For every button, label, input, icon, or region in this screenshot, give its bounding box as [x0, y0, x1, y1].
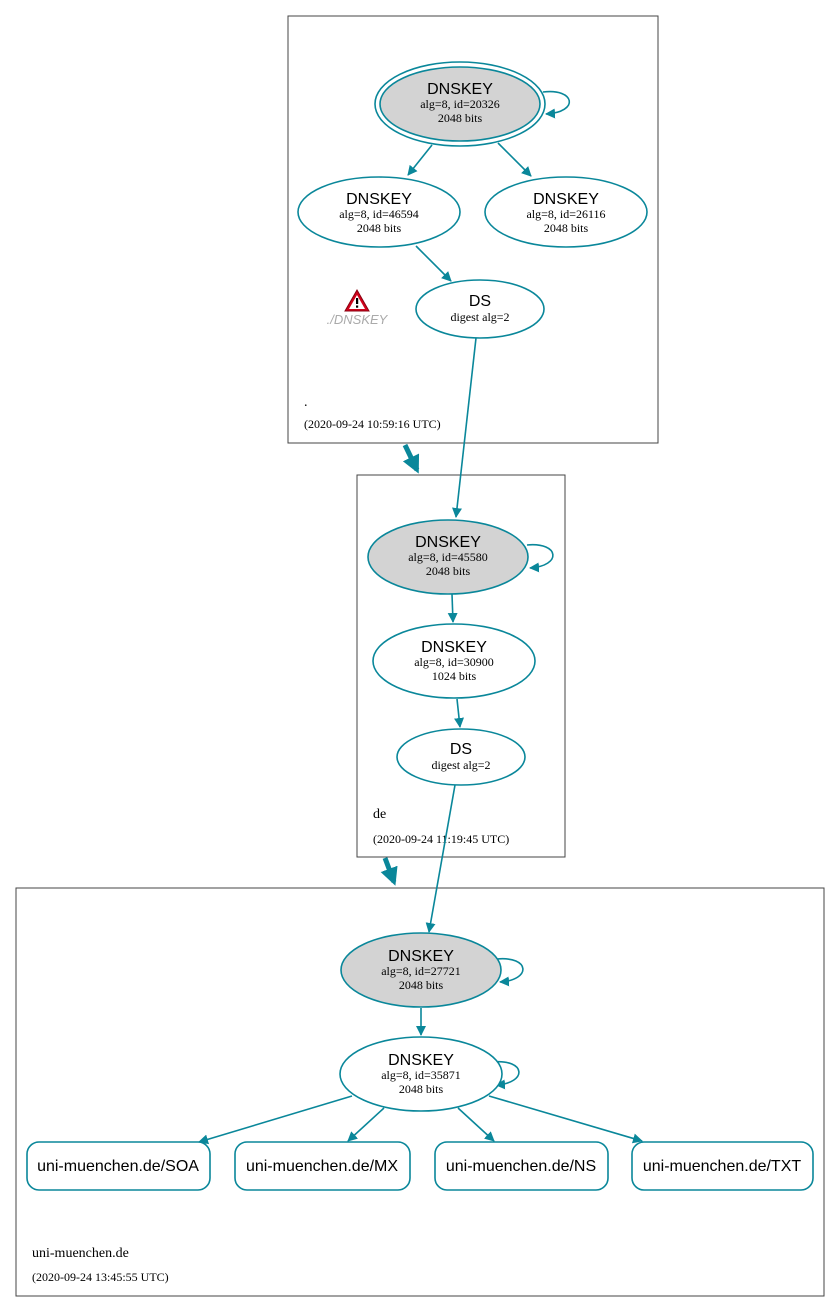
node-root-ds: DS digest alg=2	[415, 279, 545, 339]
rrset-mx-label: uni-muenchen.de/MX	[246, 1158, 398, 1175]
rrset-txt: uni-muenchen.de/TXT	[631, 1141, 814, 1191]
node-root-zsk2-line2: 2048 bits	[544, 221, 589, 235]
node-root-ksk-line1: alg=8, id=20326	[420, 97, 500, 111]
node-de-ksk-title: DNSKEY	[415, 534, 481, 551]
node-de-zsk: DNSKEY alg=8, id=30900 1024 bits	[372, 623, 536, 699]
node-root-ds-title: DS	[469, 293, 491, 310]
edges	[198, 90, 643, 1145]
edge-uni-zsk-mx	[347, 1107, 385, 1142]
node-de-ds-title: DS	[450, 741, 472, 758]
node-de-ds-line1: digest alg=2	[431, 758, 490, 772]
node-uni-zsk-title: DNSKEY	[388, 1052, 454, 1069]
node-root-ksk: DNSKEY alg=8, id=20326 2048 bits	[374, 61, 546, 147]
node-root-ksk-line2: 2048 bits	[438, 111, 483, 125]
node-uni-zsk: DNSKEY alg=8, id=35871 2048 bits	[339, 1036, 503, 1112]
node-uni-ksk: DNSKEY alg=8, id=27721 2048 bits	[340, 932, 502, 1008]
node-root-zsk2-title: DNSKEY	[533, 191, 599, 208]
zone-uni-name: uni-muenchen.de	[32, 1246, 129, 1261]
edge-root-zsk1-ds	[415, 245, 452, 282]
edge-root-ksk-zsk1	[407, 144, 433, 176]
node-root-zsk1-title: DNSKEY	[346, 191, 412, 208]
node-root-ksk-title: DNSKEY	[427, 81, 493, 98]
rrset-soa: uni-muenchen.de/SOA	[26, 1141, 211, 1191]
warning-dnskey: ./DNSKEY	[327, 288, 389, 327]
node-de-zsk-title: DNSKEY	[421, 639, 487, 656]
node-root-zsk1-line1: alg=8, id=46594	[339, 207, 419, 221]
node-uni-ksk-line2: 2048 bits	[399, 978, 444, 992]
rrset-soa-label: uni-muenchen.de/SOA	[37, 1158, 199, 1175]
node-root-zsk1: DNSKEY alg=8, id=46594 2048 bits	[297, 176, 461, 248]
node-de-ksk: DNSKEY alg=8, id=45580 2048 bits	[367, 519, 529, 595]
edge-de-ksk-self	[526, 544, 554, 573]
rrset-txt-label: uni-muenchen.de/TXT	[643, 1158, 802, 1175]
node-uni-zsk-line2: 2048 bits	[399, 1082, 444, 1096]
node-uni-zsk-line1: alg=8, id=35871	[381, 1068, 461, 1082]
zone-root: . (2020-09-24 10:59:16 UTC)	[287, 15, 659, 444]
zone-de-timestamp: (2020-09-24 11:19:45 UTC)	[373, 832, 509, 846]
node-root-zsk2: DNSKEY alg=8, id=26116 2048 bits	[484, 176, 648, 248]
edge-uni-ksk-self	[496, 958, 524, 987]
node-de-zsk-line2: 1024 bits	[432, 669, 477, 683]
warning-triangle-icon	[344, 288, 370, 312]
node-de-ksk-line1: alg=8, id=45580	[408, 550, 488, 564]
edge-de-ksk-zsk	[447, 593, 458, 623]
zone-uni: uni-muenchen.de (2020-09-24 13:45:55 UTC…	[15, 887, 825, 1297]
node-de-zsk-line1: alg=8, id=30900	[414, 655, 494, 669]
zone-uni-timestamp: (2020-09-24 13:45:55 UTC)	[32, 1270, 169, 1284]
zone-de-name: de	[373, 807, 386, 822]
zone-root-name: .	[304, 395, 308, 410]
rrset-ns: uni-muenchen.de/NS	[434, 1141, 609, 1191]
delegation-arrow-root-de	[402, 443, 420, 474]
edge-root-ksk-zsk2	[497, 142, 532, 177]
edge-root-ds-de-ksk	[452, 337, 477, 518]
edge-uni-zsk-self	[492, 1061, 520, 1090]
node-de-ksk-line2: 2048 bits	[426, 564, 471, 578]
node-uni-ksk-title: DNSKEY	[388, 948, 454, 965]
rrset-ns-label: uni-muenchen.de/NS	[446, 1158, 596, 1175]
delegation-arrow-de-uni	[380, 857, 398, 886]
edge-uni-zsk-soa	[198, 1095, 353, 1145]
node-uni-ksk-line1: alg=8, id=27721	[381, 964, 461, 978]
rrset-mx: uni-muenchen.de/MX	[234, 1141, 411, 1191]
edge-de-zsk-ds	[454, 698, 465, 728]
node-root-zsk2-line1: alg=8, id=26116	[526, 207, 605, 221]
zone-root-timestamp: (2020-09-24 10:59:16 UTC)	[304, 417, 441, 431]
node-de-ds: DS digest alg=2	[396, 728, 526, 786]
edge-uni-zsk-txt	[488, 1095, 643, 1144]
warning-label: ./DNSKEY	[327, 312, 389, 327]
node-root-ds-line1: digest alg=2	[450, 310, 509, 324]
edge-de-ds-uni-ksk	[425, 784, 456, 933]
node-root-zsk1-line2: 2048 bits	[357, 221, 402, 235]
edge-root-ksk-self	[542, 90, 571, 119]
edge-uni-zsk-ns	[457, 1107, 495, 1142]
